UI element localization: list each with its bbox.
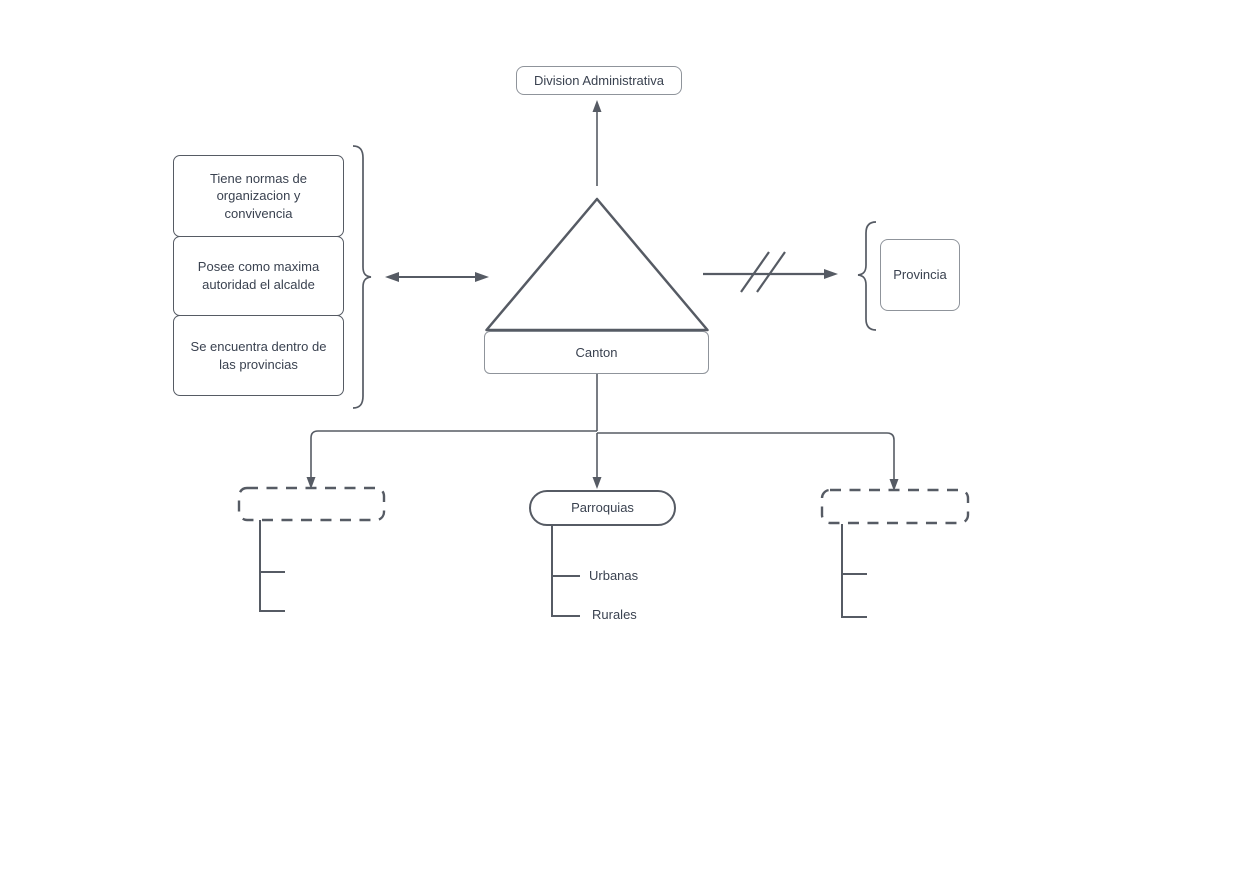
- tree-connectors: [310, 374, 895, 480]
- double-arrow-connector: [385, 272, 489, 282]
- tree-arrowheads: [306, 477, 899, 491]
- note-provincias-node[interactable]: Se encuentra dentro de las provincias: [173, 315, 344, 396]
- urbanas-label: Urbanas: [589, 568, 639, 583]
- left-placeholder-node[interactable]: [237, 486, 386, 522]
- right-brace: [857, 221, 877, 331]
- division-administrativa-node[interactable]: Division Administrativa: [516, 66, 682, 95]
- parroquias-subtree-lines: [551, 526, 580, 617]
- left-brace: [352, 145, 372, 409]
- provincia-node[interactable]: Provincia: [880, 239, 960, 311]
- rurales-label: Rurales: [592, 607, 637, 622]
- canton-node[interactable]: Canton: [484, 331, 709, 374]
- arrow-up-connector: [592, 100, 602, 186]
- slashed-arrow-connector: [703, 251, 838, 293]
- right-subtree-lines: [841, 524, 867, 618]
- note-normas-node[interactable]: Tiene normas de organizacion y convivenc…: [173, 155, 344, 237]
- left-subtree-lines: [259, 520, 285, 612]
- parroquias-node[interactable]: Parroquias: [529, 490, 676, 526]
- triangle-shape[interactable]: [485, 197, 709, 332]
- right-placeholder-node[interactable]: [820, 488, 970, 525]
- note-alcalde-node[interactable]: Posee como maxima autoridad el alcalde: [173, 236, 344, 316]
